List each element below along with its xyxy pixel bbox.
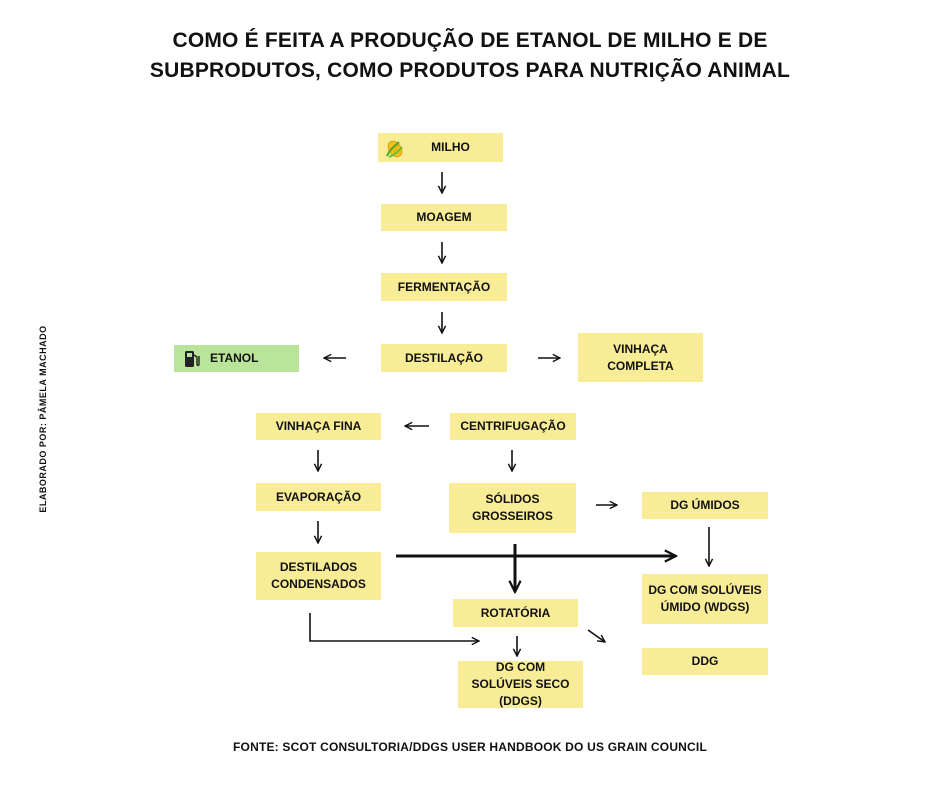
node-etanol: ETANOL	[174, 345, 299, 372]
title-line-2: SUBPRODUTOS, COMO PRODUTOS PARA NUTRIÇÃO…	[149, 59, 791, 82]
node-vinhaca-completa: VINHAÇA COMPLETA	[578, 333, 703, 382]
node-moagem: MOAGEM	[381, 204, 507, 231]
node-destilacao: DESTILAÇÃO	[381, 344, 507, 372]
node-rotatoria: ROTATÓRIA	[453, 599, 578, 627]
node-fermentacao: FERMENTAÇÃO	[381, 273, 507, 301]
source-note: FONTE: SCOT CONSULTORIA/DDGS USER HANDBO…	[233, 740, 707, 754]
node-vinhaca-fina: VINHAÇA FINA	[256, 413, 381, 440]
node-ddg: DDG	[642, 648, 768, 675]
node-destilados-condensados: DESTILADOS CONDENSADOS	[256, 552, 381, 600]
node-milho: MILHO	[378, 133, 503, 162]
title-line-1: COMO É FEITA A PRODUÇÃO DE ETANOL DE MIL…	[172, 29, 768, 52]
arrow-destilados-ddgs	[309, 613, 479, 641]
node-dg-umidos: DG ÚMIDOS	[642, 492, 768, 519]
arrow-rotatoria-ddg	[587, 629, 605, 642]
node-label: ETANOL	[210, 351, 259, 365]
diagram-title: COMO É FEITA A PRODUÇÃO DE ETANOL DE MIL…	[0, 26, 940, 86]
corn-icon	[384, 137, 406, 159]
node-label: MILHO	[431, 140, 470, 154]
node-centrifugacao: CENTRIFUGAÇÃO	[450, 413, 576, 440]
node-solidos-grosseiros: SÓLIDOS GROSSEIROS	[449, 483, 576, 533]
node-evaporacao: EVAPORAÇÃO	[256, 483, 381, 511]
fuel-pump-icon	[184, 350, 200, 368]
node-ddgs: DG COM SOLÚVEIS SECO (DDGS)	[458, 660, 583, 708]
node-wdgs: DG COM SOLÚVEIS ÚMIDO (WDGS)	[642, 574, 768, 624]
